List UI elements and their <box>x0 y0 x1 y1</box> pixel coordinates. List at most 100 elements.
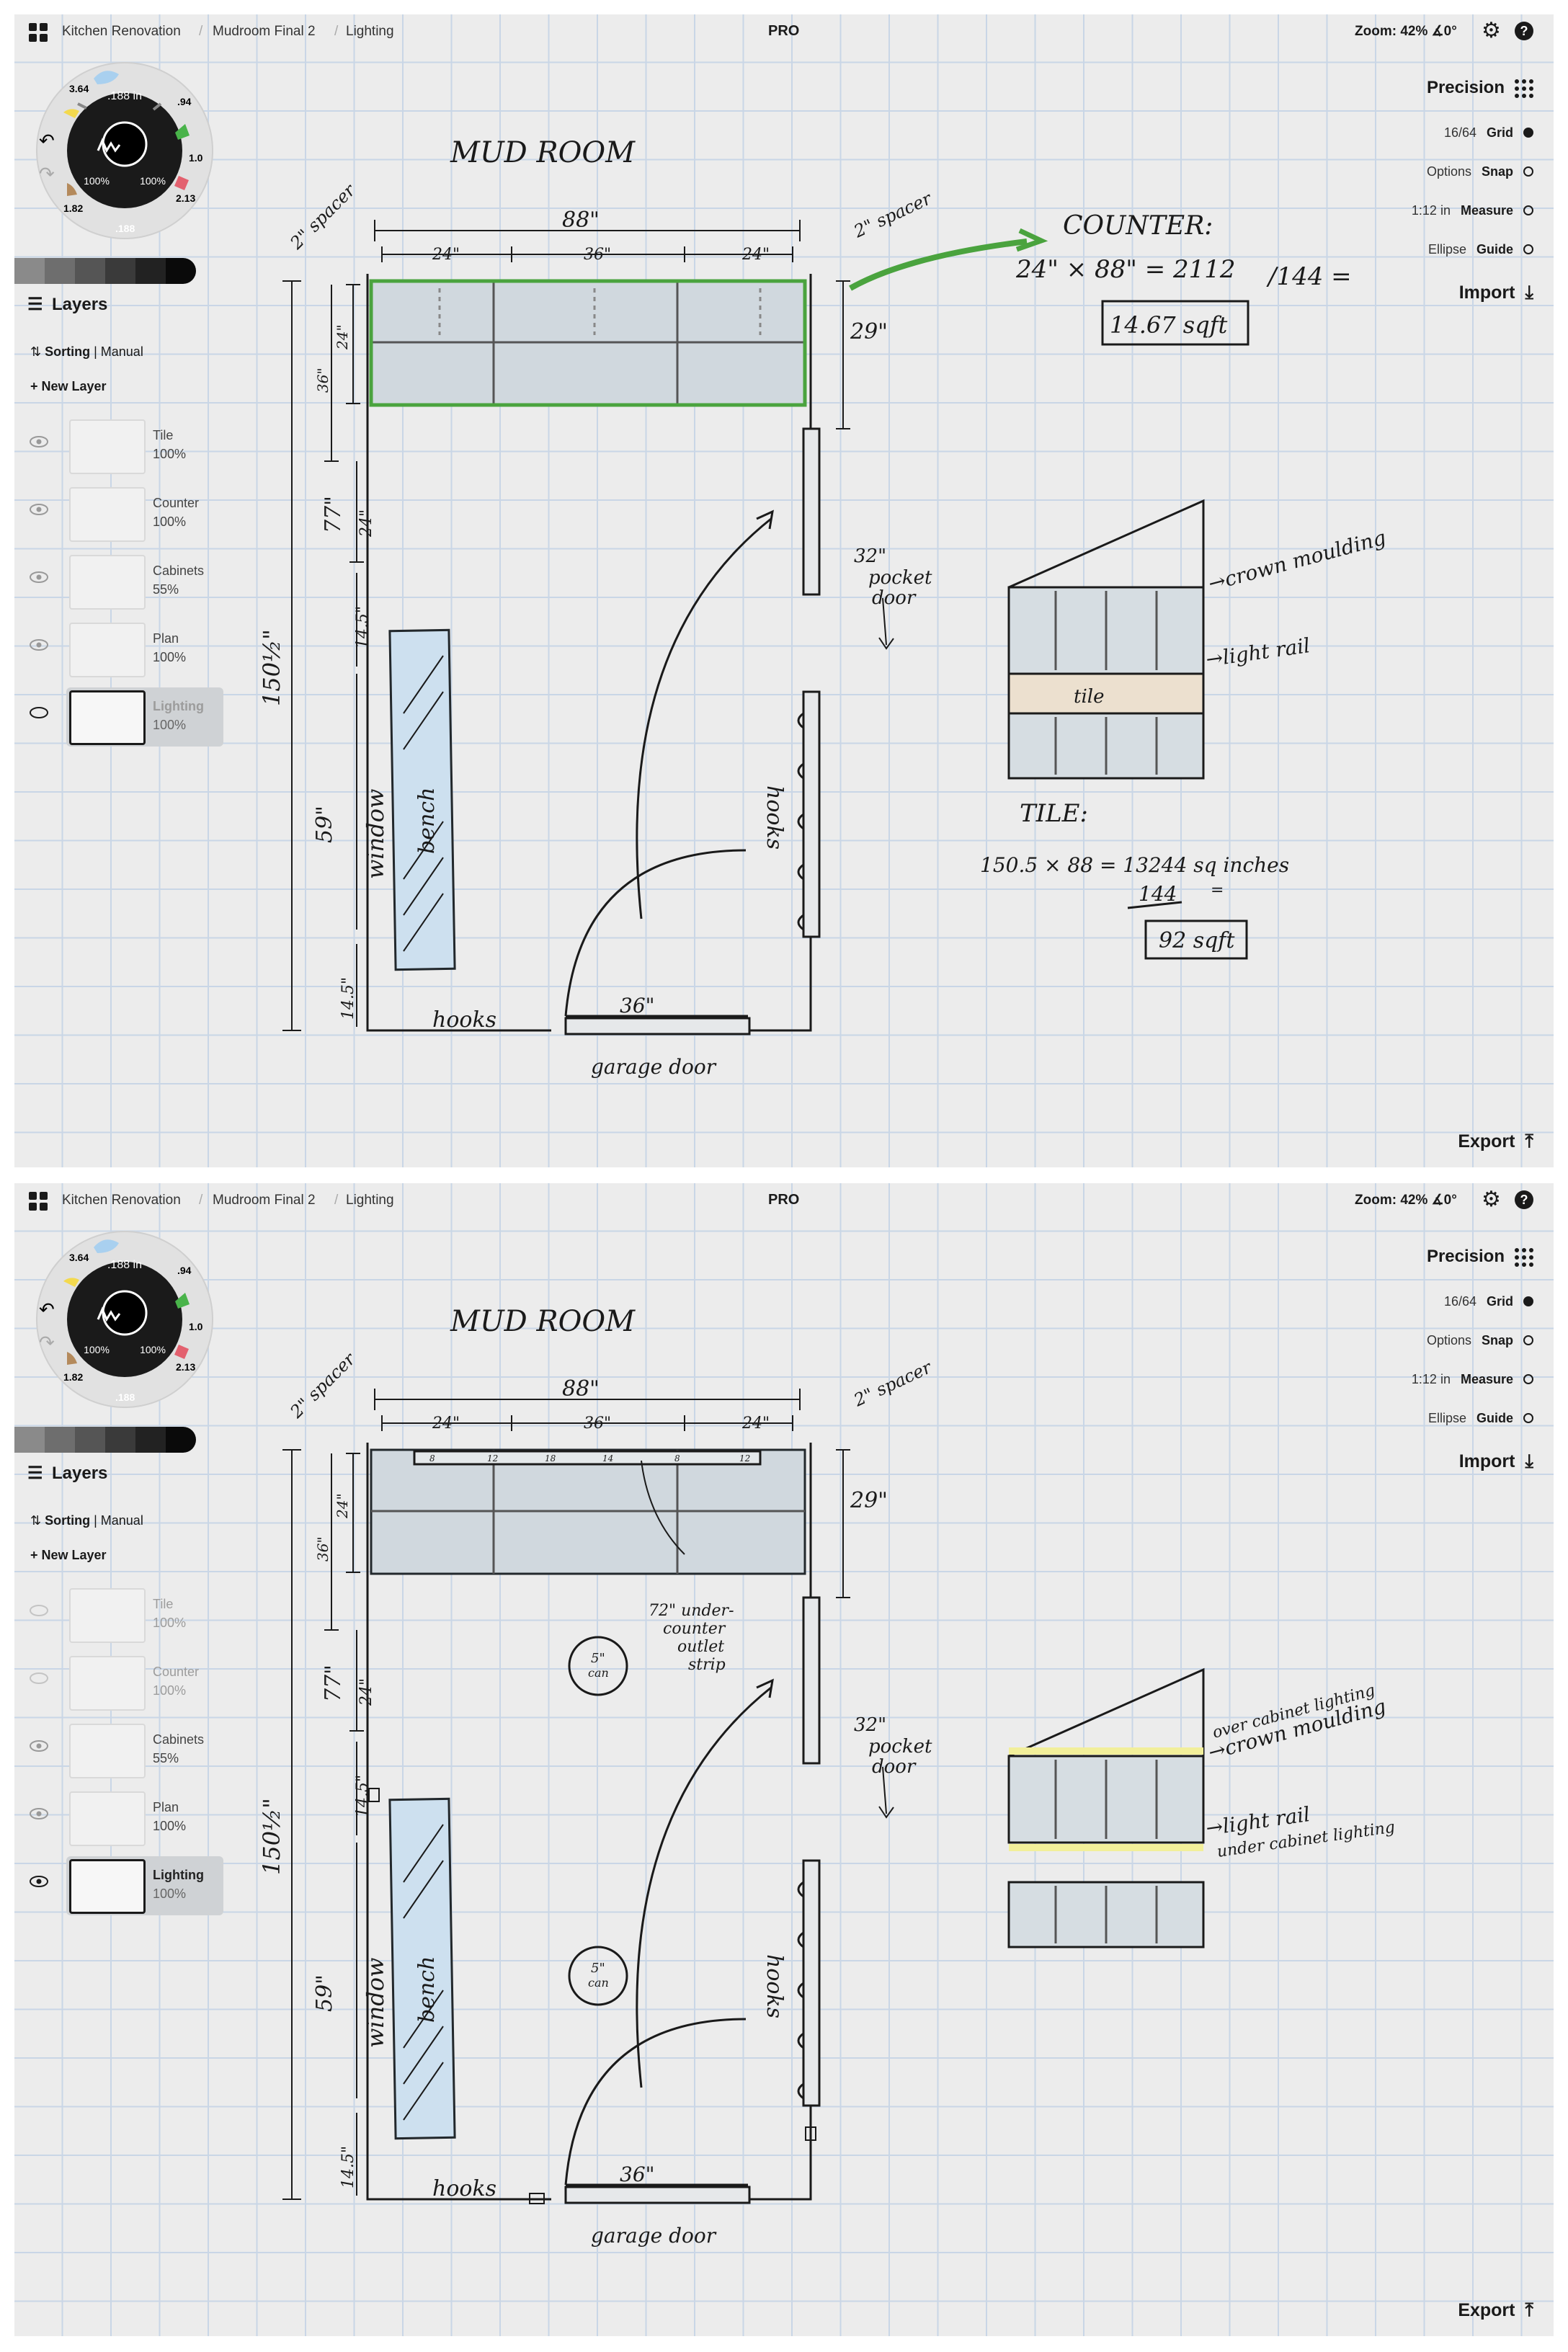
export-button[interactable]: Export⤒ <box>1458 1130 1533 1152</box>
breadcrumb-drawing[interactable]: Mudroom Final 2 <box>213 1193 316 1208</box>
dimension-label: 29" <box>850 1488 888 1513</box>
dimension-label: 59" <box>312 806 337 843</box>
projects-grid-icon[interactable] <box>29 1192 48 1211</box>
swatch[interactable] <box>135 258 166 284</box>
eye-icon[interactable] <box>29 638 49 651</box>
swatch[interactable] <box>105 1427 135 1453</box>
layer-thumbnail[interactable] <box>69 487 146 542</box>
swatch[interactable] <box>14 1427 45 1453</box>
grid-dots-icon[interactable] <box>1515 79 1533 98</box>
gear-icon[interactable]: ⚙ <box>1482 1188 1501 1211</box>
layer-thumbnail[interactable] <box>69 1859 146 1914</box>
layer-thumbnail[interactable] <box>69 1588 146 1643</box>
swatch[interactable] <box>166 1427 196 1453</box>
import-button[interactable]: Import⤓ <box>1458 281 1533 303</box>
new-layer-button[interactable]: + New Layer <box>30 1548 107 1562</box>
zoom-readout[interactable]: Zoom: 42% ∡0° <box>1355 24 1457 39</box>
tool-wheel[interactable]: .188 in 100% 100% 3.64 .94 1.0 2.13 .188… <box>35 1229 215 1409</box>
color-history[interactable] <box>14 258 196 284</box>
grid-dots-icon[interactable] <box>1515 1248 1533 1267</box>
layer-thumbnail[interactable] <box>69 690 146 745</box>
redo-icon[interactable]: ↷ <box>39 164 55 185</box>
menu-icon[interactable]: ☰ <box>27 295 43 314</box>
dimension-label: 14.5" <box>339 977 357 1020</box>
layer-thumbnail[interactable] <box>69 1791 146 1846</box>
floor-plan-drawing[interactable]: MUD ROOM 88" 24" 36" 24" 2" spacer 2" sp… <box>14 1183 1554 2336</box>
swatch[interactable] <box>166 258 196 284</box>
eye-icon[interactable] <box>29 1875 49 1888</box>
layer-thumbnail[interactable] <box>69 623 146 677</box>
import-button[interactable]: Import⤓ <box>1458 1450 1533 1471</box>
breadcrumb-layer[interactable]: Lighting <box>346 1193 394 1208</box>
tool-size-label: .188 <box>115 223 135 234</box>
gear-icon[interactable]: ⚙ <box>1482 19 1501 43</box>
zoom-readout[interactable]: Zoom: 42% ∡0° <box>1355 1193 1457 1208</box>
layer-thumbnail[interactable] <box>69 1724 146 1778</box>
eye-icon[interactable] <box>29 571 49 584</box>
canvas-view-top[interactable]: Kitchen Renovation / Mudroom Final 2 / L… <box>14 14 1554 1167</box>
eye-icon[interactable] <box>29 503 49 516</box>
layer-name: Plan <box>153 1800 179 1814</box>
swatch[interactable] <box>135 1427 166 1453</box>
color-history[interactable] <box>14 1427 196 1453</box>
undo-icon[interactable]: ↶ <box>39 1299 55 1321</box>
tool-wheel[interactable]: .188 in 100% 100% 3.64 .94 1.0 2.13 .188… <box>35 61 215 241</box>
eye-icon[interactable] <box>29 1807 49 1820</box>
eye-hidden-icon[interactable] <box>29 706 49 719</box>
breadcrumb-project[interactable]: Kitchen Renovation <box>62 1193 181 1208</box>
eye-hidden-icon[interactable] <box>29 1604 49 1617</box>
hooks-label: hooks <box>432 2176 496 2201</box>
redo-icon[interactable]: ↷ <box>39 1332 55 1354</box>
help-icon[interactable]: ? <box>1515 22 1533 40</box>
layer-thumbnail[interactable] <box>69 419 146 474</box>
projects-grid-icon[interactable] <box>29 23 48 42</box>
export-button[interactable]: Export⤒ <box>1458 2299 1533 2320</box>
sorting-control[interactable]: ⇅ Sorting | Manual <box>30 344 143 359</box>
eye-icon[interactable] <box>29 1740 49 1752</box>
eye-icon[interactable] <box>29 435 49 448</box>
swatch[interactable] <box>75 1427 105 1453</box>
swatch[interactable] <box>14 258 45 284</box>
undo-icon[interactable]: ↶ <box>39 130 55 152</box>
menu-icon[interactable]: ☰ <box>27 1464 43 1483</box>
pro-badge[interactable]: PRO <box>768 23 800 39</box>
precision-title[interactable]: Precision <box>1426 78 1505 97</box>
layer-thumbnail[interactable] <box>69 1656 146 1711</box>
layers-header[interactable]: ☰Layers <box>27 1463 107 1484</box>
breadcrumb-drawing[interactable]: Mudroom Final 2 <box>213 24 316 39</box>
layers-header[interactable]: ☰Layers <box>27 294 107 315</box>
swatch[interactable] <box>45 1427 75 1453</box>
pro-badge[interactable]: PRO <box>768 1192 800 1208</box>
swatch[interactable] <box>105 258 135 284</box>
sorting-control[interactable]: ⇅ Sorting | Manual <box>30 1513 143 1528</box>
layer-thumbnail[interactable] <box>69 555 146 610</box>
breadcrumb-project[interactable]: Kitchen Renovation <box>62 24 181 39</box>
swatch[interactable] <box>45 258 75 284</box>
floor-plan-drawing[interactable]: MUD ROOM 88" 24" 36" 24" 2" spacer 2" sp… <box>14 14 1554 1167</box>
eye-hidden-icon[interactable] <box>29 1672 49 1685</box>
breadcrumb-layer[interactable]: Lighting <box>346 24 394 39</box>
new-layer-button[interactable]: + New Layer <box>30 379 107 393</box>
help-icon[interactable]: ? <box>1515 1190 1533 1209</box>
swatch[interactable] <box>75 258 105 284</box>
precision-title[interactable]: Precision <box>1426 1247 1505 1266</box>
canvas-view-bottom[interactable]: Kitchen Renovation / Mudroom Final 2 / L… <box>14 1183 1554 2336</box>
